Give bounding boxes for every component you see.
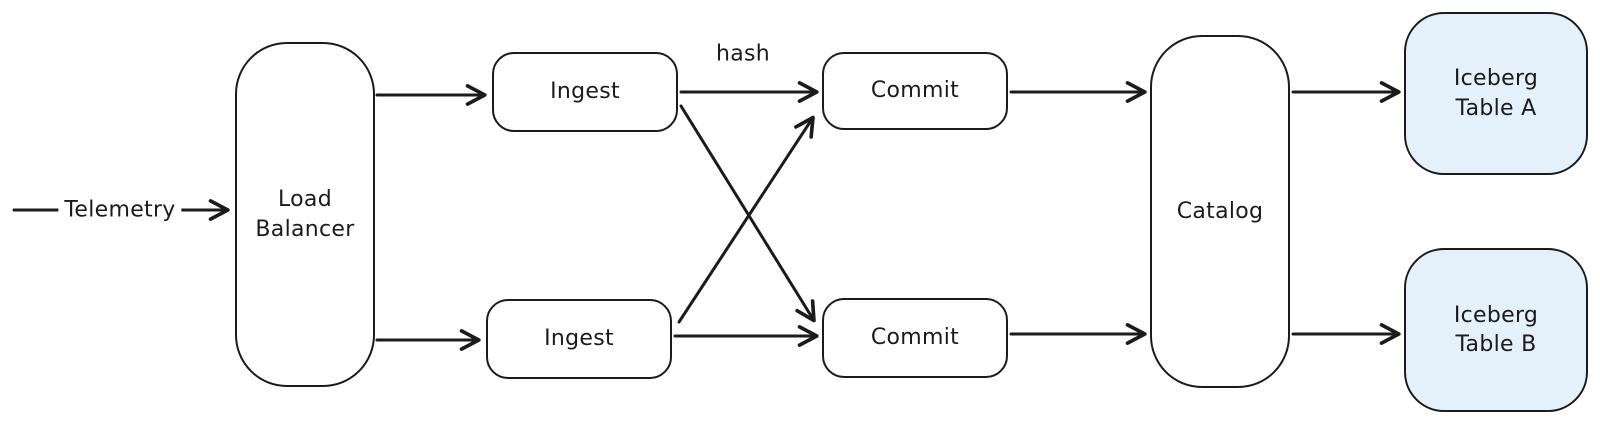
node-commit-bottom: Commit bbox=[822, 298, 1008, 378]
edge-ingest-bottom-to-commit-top bbox=[677, 115, 815, 324]
edge-ingest-top-to-commit-bottom bbox=[679, 104, 816, 323]
node-commit-top: Commit bbox=[822, 52, 1008, 130]
node-ingest-top: Ingest bbox=[492, 52, 678, 132]
node-catalog: Catalog bbox=[1150, 35, 1290, 388]
node-load-balancer: Load Balancer bbox=[235, 42, 375, 387]
edge-label-hash: hash bbox=[715, 41, 771, 67]
node-ingest-bottom: Ingest bbox=[486, 299, 672, 379]
node-iceberg-table-b: Iceberg Table B bbox=[1404, 248, 1588, 412]
node-iceberg-table-a: Iceberg Table A bbox=[1404, 12, 1588, 175]
edge-label-telemetry: Telemetry bbox=[58, 197, 182, 223]
